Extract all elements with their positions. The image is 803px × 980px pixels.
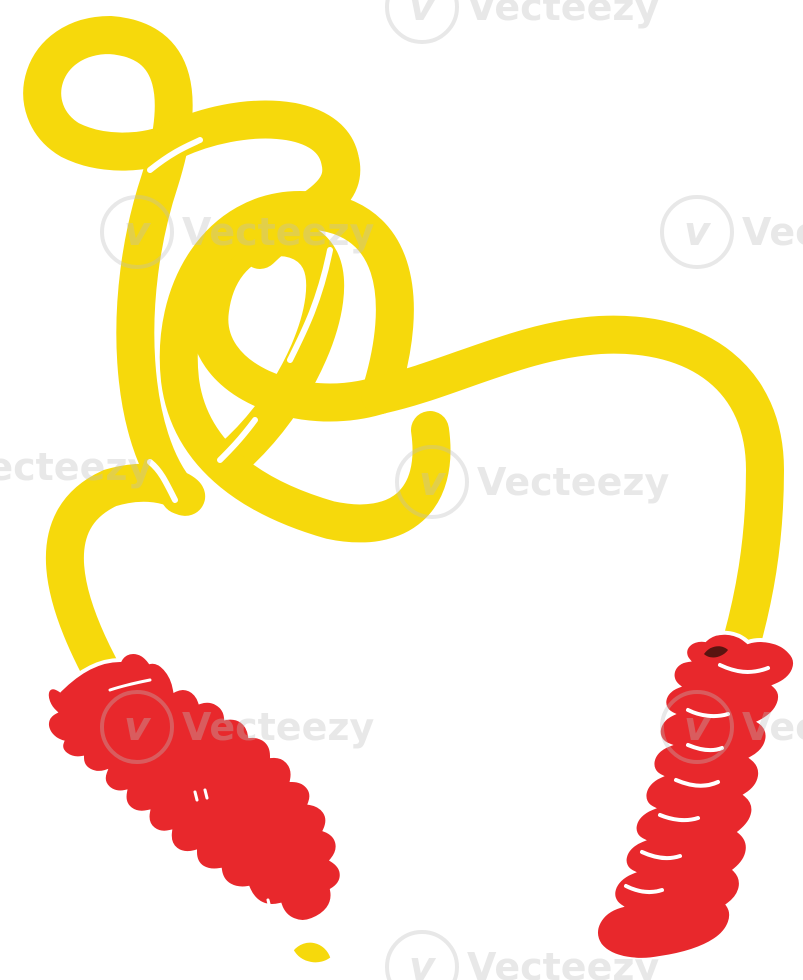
rope <box>23 16 784 709</box>
left-handle <box>44 650 344 966</box>
right-handle <box>576 630 797 962</box>
rope-twist-lines <box>147 137 333 503</box>
